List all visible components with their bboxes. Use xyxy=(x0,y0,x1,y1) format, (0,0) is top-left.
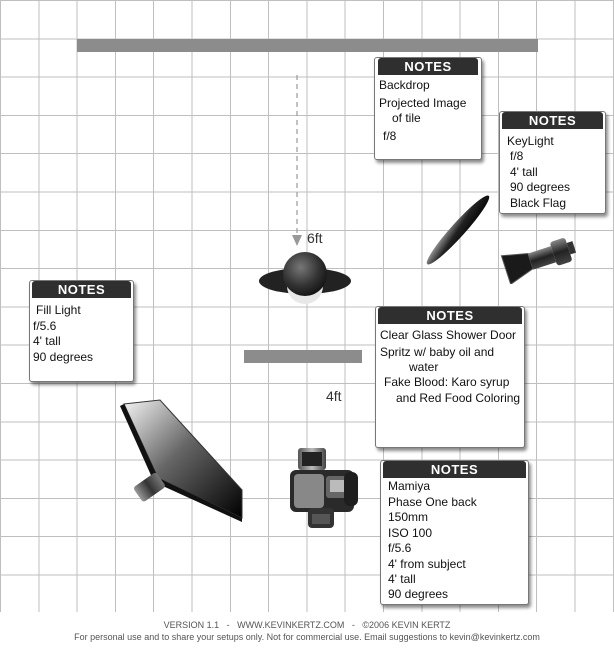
notes-header: NOTES xyxy=(378,58,478,75)
notes-header: NOTES xyxy=(502,112,603,129)
notes-header: NOTES xyxy=(383,461,526,478)
glass-door-bar xyxy=(244,350,362,363)
distance-label-6ft: 6ft xyxy=(307,230,323,246)
notes-card-fill: NOTES Fill Light f/5.6 4' tall 90 degree… xyxy=(29,280,134,382)
notes-card-camera: NOTES Mamiya Phase One back 150mm ISO 10… xyxy=(380,460,529,605)
note-line: Clear Glass Shower Door xyxy=(380,328,517,342)
key-light-icon xyxy=(500,238,577,284)
subject-icon xyxy=(259,252,351,304)
note-line: f/5.6 xyxy=(388,541,412,555)
note-line: Fake Blood: Karo syrup xyxy=(384,375,510,389)
note-line: 4' from subject xyxy=(388,557,466,571)
note-line: KeyLight xyxy=(507,134,554,148)
backdrop-bar xyxy=(77,39,538,52)
note-line: Phase One back xyxy=(388,495,477,509)
note-line: Spritz w/ baby oil and xyxy=(380,345,495,359)
note-line: f/8 xyxy=(383,129,397,143)
note-line: 4' tall xyxy=(510,165,538,179)
note-line: 150mm xyxy=(388,510,429,524)
notes-card-backdrop: NOTES Backdrop Projected Image of tile f… xyxy=(374,57,482,160)
notes-card-keylight: NOTES KeyLight f/8 4' tall 90 degrees Bl… xyxy=(499,111,606,214)
note-line: water xyxy=(409,360,439,374)
distance-arrow xyxy=(292,75,302,246)
note-line: 4' tall xyxy=(33,334,61,348)
note-line: and Red Food Coloring xyxy=(396,391,521,405)
notes-card-subject: NOTES Clear Glass Shower Door Spritz w/ … xyxy=(375,306,525,448)
note-line: 90 degrees xyxy=(388,587,449,601)
fill-softbox-icon xyxy=(120,399,243,522)
note-line: Backdrop xyxy=(379,78,430,92)
note-line: Mamiya xyxy=(388,479,431,493)
notes-header: NOTES xyxy=(32,281,131,298)
note-line: 90 degrees xyxy=(510,180,571,194)
note-line: Projected Image xyxy=(379,96,467,110)
note-line: of tile xyxy=(392,111,421,125)
note-line: ISO 100 xyxy=(388,526,433,540)
note-line: f/5.6 xyxy=(33,319,57,333)
key-reflector-icon xyxy=(426,195,490,265)
note-line: Black Flag xyxy=(510,196,567,210)
note-line: 90 degrees xyxy=(33,350,94,364)
camera-icon xyxy=(290,448,358,528)
notes-header: NOTES xyxy=(378,307,522,324)
footer-version: VERSION 1.1 - WWW.KEVINKERTZ.COM - ©2006… xyxy=(163,620,451,630)
footer-usage: For personal use and to share your setup… xyxy=(74,632,540,642)
note-line: f/8 xyxy=(510,149,524,163)
distance-label-4ft: 4ft xyxy=(326,388,342,404)
note-line: 4' tall xyxy=(388,572,416,586)
note-line: Fill Light xyxy=(36,303,81,317)
